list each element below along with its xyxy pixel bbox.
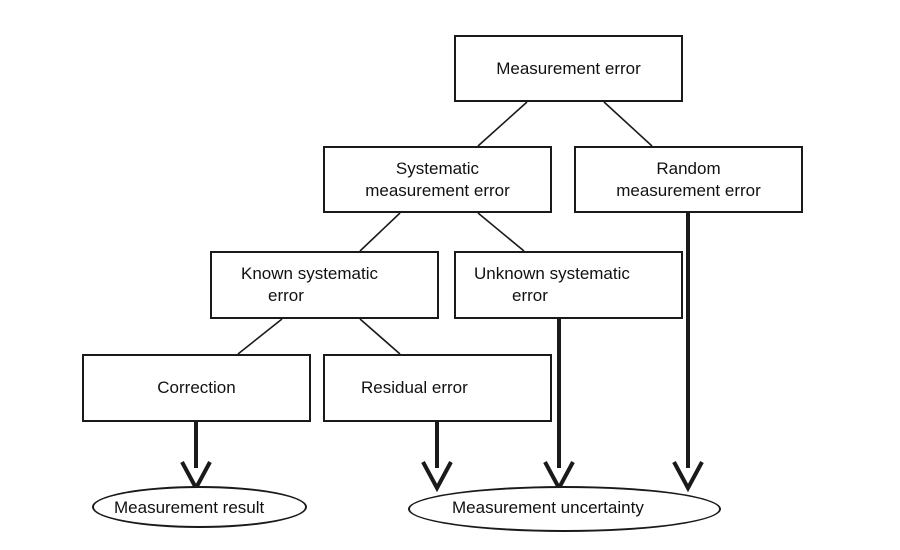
branch-error-to-systematic [477,101,528,147]
node-unknown-line1: Unknown systematic [474,264,630,283]
node-residual-error: Residual error [323,354,552,422]
outcome-measurement-uncertainty: Measurement uncertainty [408,486,721,532]
outcome-measurement-uncertainty-label: Measurement uncertainty [452,498,644,517]
arrowhead-residual [421,461,453,493]
node-systematic-measurement-error: Systematic measurement error [323,146,552,213]
branch-known-to-correction [237,318,283,355]
node-measurement-error: Measurement error [454,35,683,102]
node-unknown-systematic-error: Unknown systematic error [454,251,683,319]
outcome-measurement-result: Measurement result [92,486,307,528]
branch-systematic-to-unknown [477,212,525,252]
node-random-line2: measurement error [616,180,761,200]
branch-error-to-random [603,101,653,147]
node-systematic-line1: Systematic [395,158,480,178]
node-residual-label: Residual error [361,378,468,397]
node-systematic-line2: measurement error [365,180,510,200]
branch-systematic-to-known [359,212,401,252]
arrowhead-random [672,461,704,493]
node-correction: Correction [82,354,311,422]
outcome-measurement-result-label: Measurement result [114,498,265,517]
branch-known-to-residual [359,318,401,355]
node-known-line2: error [268,286,304,305]
node-known-systematic-error: Known systematic error [210,251,439,319]
node-random-text: Random measurement error [616,158,761,202]
node-random-line1: Random [656,158,721,178]
node-correction-label: Correction [157,378,236,397]
node-known-line1: Known systematic [241,264,378,283]
node-unknown-line2: error [512,286,548,305]
node-random-measurement-error: Random measurement error [574,146,803,213]
node-systematic-text: Systematic measurement error [365,158,510,202]
node-measurement-error-label: Measurement error [496,58,641,78]
